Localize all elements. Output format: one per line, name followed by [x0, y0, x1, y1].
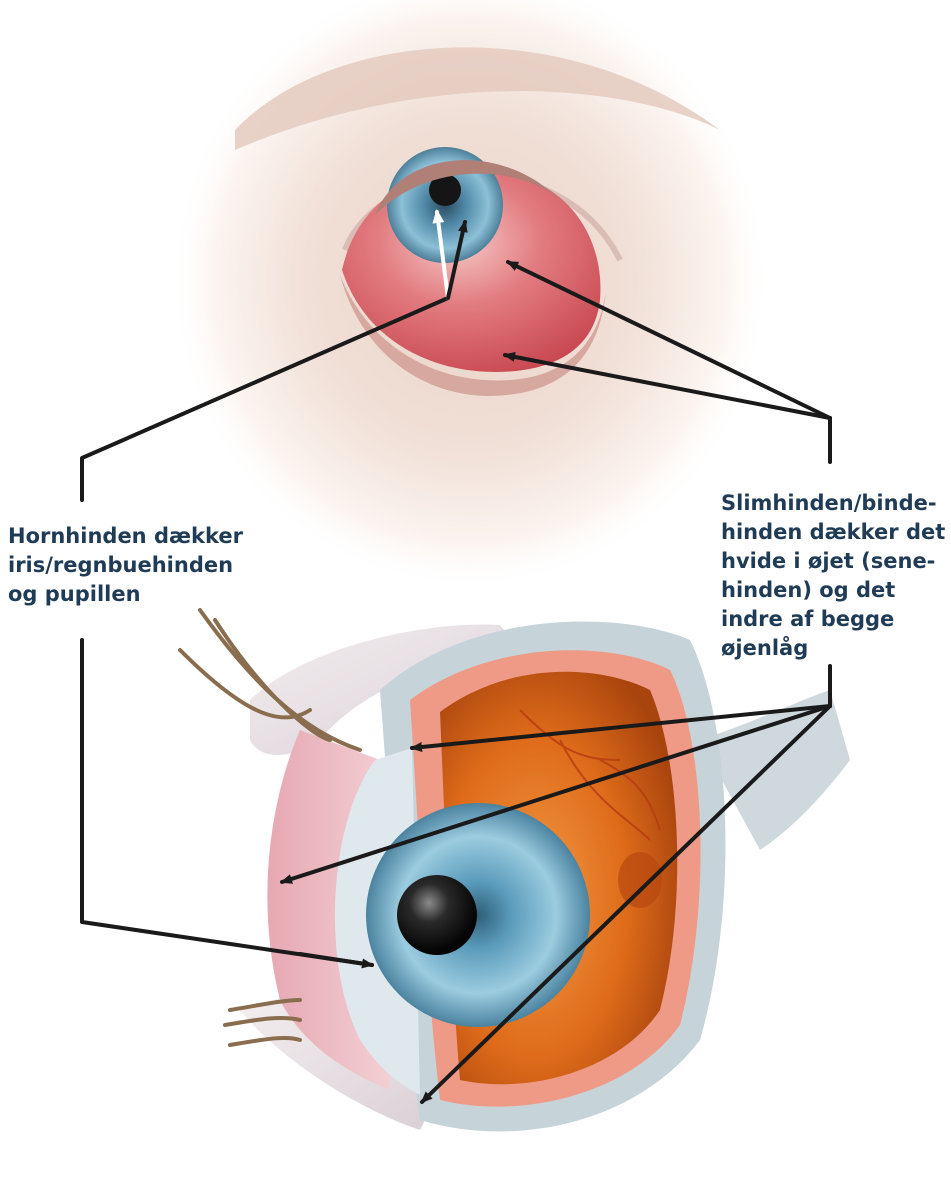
face-eye-illustration	[170, 0, 770, 590]
fovea	[618, 852, 662, 908]
large-pupil	[397, 875, 477, 955]
conjunctiva-label: Slimhinden/binde- hinden dækker det hvid…	[721, 489, 949, 663]
cornea-label: Hornhinden dækker iris/regnbuehinden og …	[8, 522, 268, 609]
eye-cross-section	[180, 610, 850, 1131]
